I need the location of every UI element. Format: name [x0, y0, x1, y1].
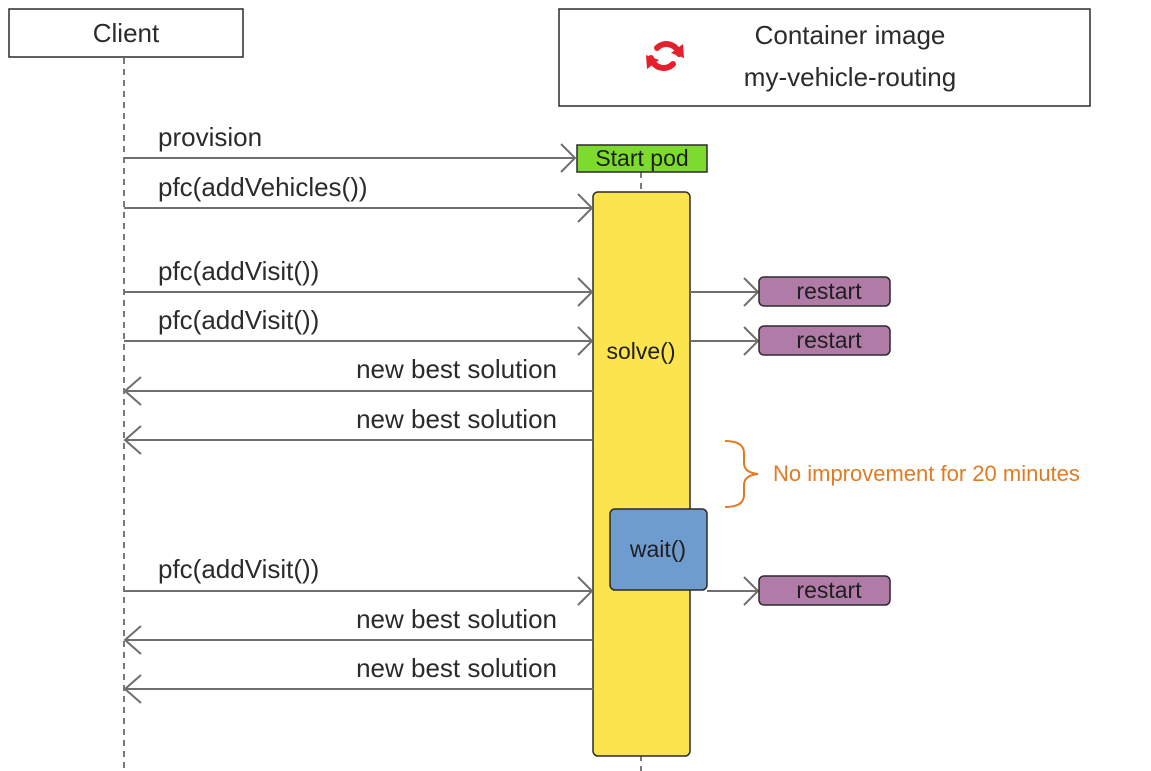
container-subtitle: my-vehicle-routing — [744, 62, 956, 92]
container-title: Container image — [755, 20, 946, 50]
annotation-label: No improvement for 20 minutes — [773, 461, 1080, 486]
idle-annotation: No improvement for 20 minutes — [724, 440, 1080, 508]
message-label: new best solution — [356, 354, 557, 384]
message-best-solution-4: new best solution — [123, 653, 593, 704]
message-label: pfc(addVehicles()) — [158, 172, 368, 202]
client-participant: Client — [8, 8, 244, 58]
restart-box — [758, 276, 891, 307]
message-add-visit-1: pfc(addVisit()) — [124, 256, 594, 307]
message-label: new best solution — [356, 604, 557, 634]
wait-label: wait() — [629, 536, 686, 562]
message-label: pfc(addVisit()) — [158, 256, 319, 286]
wait-box — [609, 508, 708, 591]
message-best-solution-2: new best solution — [123, 404, 593, 455]
message-label: provision — [158, 122, 262, 152]
start-pod: Start pod — [576, 144, 708, 173]
message-add-vehicles: pfc(addVehicles()) — [124, 172, 594, 223]
start-pod-label: Start pod — [595, 145, 688, 171]
restart-2: restart — [690, 325, 891, 356]
message-label: new best solution — [356, 653, 557, 683]
restart-label: restart — [796, 327, 862, 353]
message-label: pfc(addVisit()) — [158, 554, 319, 584]
restart-box — [758, 575, 891, 606]
message-label: new best solution — [356, 404, 557, 434]
start-pod-box — [576, 144, 708, 173]
solver-bar — [592, 191, 691, 757]
container-participant: Container image my-vehicle-routing — [558, 8, 1091, 107]
restart-label: restart — [796, 577, 862, 603]
solve-label: solve() — [606, 338, 675, 364]
restart-3: restart — [707, 575, 891, 606]
client-label: Client — [93, 18, 160, 48]
solver-activation: solve() — [592, 191, 691, 757]
message-best-solution-3: new best solution — [123, 604, 593, 655]
redhat-openshift-icon — [646, 41, 684, 71]
message-label: pfc(addVisit()) — [158, 305, 319, 335]
message-best-solution-1: new best solution — [123, 354, 593, 406]
wait-activation: wait() — [609, 508, 708, 591]
restart-box — [758, 325, 891, 356]
message-add-visit-2: pfc(addVisit()) — [124, 305, 594, 356]
client-box — [8, 8, 244, 58]
restart-1: restart — [690, 276, 891, 307]
message-add-visit-3: pfc(addVisit()) — [124, 554, 594, 606]
curly-brace-icon — [724, 440, 759, 508]
restart-label: restart — [796, 278, 862, 304]
message-provision: provision — [124, 122, 577, 173]
